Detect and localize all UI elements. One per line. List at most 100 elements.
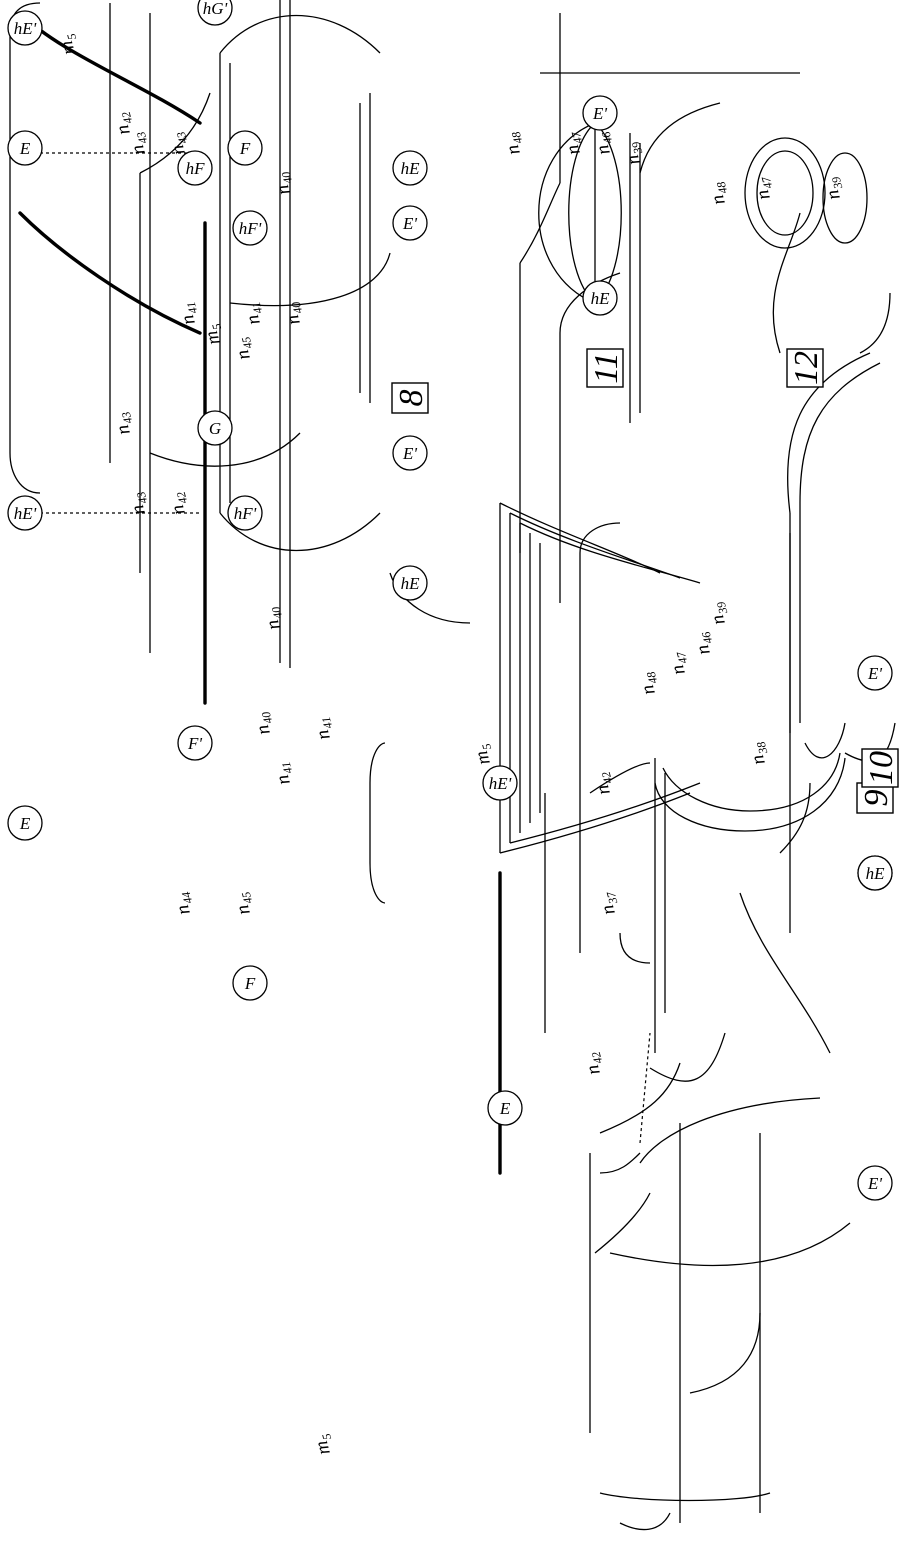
edge-label-subscript: 43 <box>134 490 151 505</box>
node-circle <box>227 495 263 531</box>
label-layer: m5m5n44n45n40n41n41n40n41n41n43n43n42n40… <box>56 32 846 1457</box>
edge-label: n43 <box>109 410 138 437</box>
panel-8 <box>9 0 891 904</box>
node-circle <box>857 655 893 691</box>
node-circle <box>392 205 428 241</box>
panel-number-text: 9 <box>858 790 895 807</box>
panel-number-box <box>391 382 429 414</box>
panel-7 <box>544 503 896 1267</box>
edge-label-subscript: 41 <box>319 715 336 730</box>
panel-10-node: E' <box>857 655 893 691</box>
panel-number-text: 12 <box>788 351 825 385</box>
panel-number-text: 11 <box>588 352 625 383</box>
node-label: hE' <box>14 504 37 523</box>
panel-7-node: hG' <box>197 0 233 26</box>
edge-label-subscript: 42 <box>599 770 616 785</box>
edge-label-subscript: 48 <box>644 670 661 685</box>
edge-label-subscript: 5 <box>319 1432 334 1441</box>
panel-10-number: 10 <box>861 748 899 788</box>
edge-label: n42 <box>164 490 193 517</box>
node-label: E' <box>867 664 882 683</box>
node-circle <box>7 495 43 531</box>
edge-label-subscript: 47 <box>673 649 690 665</box>
node-label: F' <box>187 734 202 753</box>
node-label: E <box>499 1099 511 1118</box>
edge-label-subscript: 42 <box>174 490 191 505</box>
node-circle <box>857 855 893 891</box>
edge-label-subscript: 39 <box>629 140 646 156</box>
panel-9 <box>498 762 771 1531</box>
node-label: hG' <box>203 0 228 18</box>
panel-7-node: hE <box>392 150 428 186</box>
edge-label: n43 <box>124 490 153 517</box>
edge-label: n48 <box>634 670 663 697</box>
panel-7-node: hE' <box>7 10 43 46</box>
panel-8-node: E <box>7 130 43 166</box>
edge-label-base: m <box>201 328 225 347</box>
node-label: E <box>19 139 31 158</box>
edge-label-subscript: 43 <box>119 410 136 425</box>
node-label: G <box>209 419 221 438</box>
edge-label-subscript: 41 <box>184 300 201 315</box>
panel-12-edges <box>744 137 868 249</box>
node-label: hF' <box>239 219 262 238</box>
node-circle <box>7 130 43 166</box>
edge-label: n48 <box>704 180 733 207</box>
node-circle <box>482 765 518 801</box>
edge-label: n41 <box>309 715 338 742</box>
edge-label-subscript: 42 <box>119 110 136 125</box>
node-circle <box>232 965 268 1001</box>
edge-label-base: m <box>56 38 80 57</box>
edge-label-subscript: 5 <box>479 742 494 751</box>
node-label: hE' <box>489 774 512 793</box>
panel-10-edges <box>499 502 811 964</box>
edge-label-subscript: 5 <box>64 32 79 41</box>
edge-label-subscript: 43 <box>174 130 191 145</box>
node-label: hE <box>401 159 421 178</box>
panel-8-node: hF' <box>227 495 263 531</box>
panel-number-box <box>786 348 824 388</box>
edge-label: n41 <box>269 760 298 787</box>
panel-8-number: 8 <box>391 382 430 414</box>
node-circle <box>7 805 43 841</box>
number-layer: 789101112 <box>391 348 899 814</box>
node-circle <box>177 150 213 186</box>
edge-label: n48 <box>499 130 528 157</box>
panel-7-node: E <box>7 805 43 841</box>
panel-9-edges <box>589 762 771 1531</box>
node-label: hE <box>866 864 886 883</box>
edge-label: n46 <box>589 130 618 157</box>
panel-8-dotted-edges <box>40 152 200 514</box>
edge-label: n37 <box>594 889 623 917</box>
edge-label-base: m <box>471 748 495 767</box>
node-label: hE <box>401 574 421 593</box>
panel-8-thick-edges <box>18 11 207 705</box>
node-circle <box>392 565 428 601</box>
panel-11-node: hE <box>582 280 618 316</box>
edge-label-subscript: 47 <box>568 129 585 145</box>
panel-7-edges <box>544 503 896 1267</box>
panel-9-node: E <box>487 1090 523 1126</box>
panel-12 <box>744 137 868 249</box>
node-label: hE <box>591 289 611 308</box>
panel-7-node: hF <box>177 150 213 186</box>
edge-label: n45 <box>229 890 258 917</box>
node-circle <box>392 435 428 471</box>
node-circle <box>7 10 43 46</box>
edge-label-subscript: 44 <box>179 890 196 905</box>
edge-label: n44 <box>169 890 198 917</box>
edge-label-subscript: 43 <box>134 130 151 145</box>
edge-label: n46 <box>689 630 718 657</box>
edge-label: n45 <box>229 335 258 362</box>
node-circle <box>197 0 233 26</box>
node-circle <box>197 410 233 446</box>
edge-label: n40 <box>249 710 278 737</box>
edge-label: n42 <box>579 1050 608 1077</box>
node-label: hF' <box>234 504 257 523</box>
edge-label-subscript: 47 <box>758 174 775 190</box>
edge-label: n42 <box>589 770 618 797</box>
edge-label: n47 <box>664 649 693 677</box>
panel-9-node: E' <box>857 1165 893 1201</box>
